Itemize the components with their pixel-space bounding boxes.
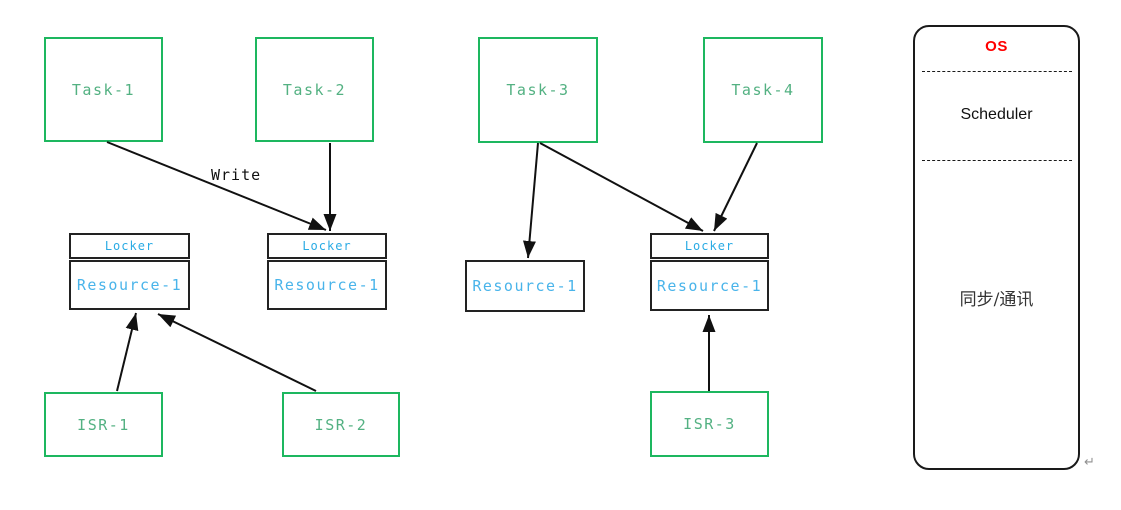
arrow-task1-to-resource2-locker: [106, 141, 327, 231]
resource-label: Resource-1: [274, 276, 380, 294]
resource-1-left-box: Locker Resource-1: [69, 233, 190, 310]
isr-3-box: ISR-3: [650, 391, 769, 457]
resource-label: Resource-1: [76, 276, 183, 294]
isr-2-label: ISR-2: [314, 415, 368, 434]
os-sync-comm-label: 同步/通讯: [959, 290, 1034, 310]
task-1-label: Task-1: [71, 80, 136, 99]
isr-3-label: ISR-3: [683, 415, 736, 433]
task-4-box: Task-4: [703, 37, 823, 143]
arrow-task3-to-resource4-locker: [539, 142, 704, 232]
locker-label: Locker: [104, 239, 155, 253]
os-divider-top: [922, 71, 1072, 72]
resource-label: Resource-1: [472, 277, 578, 295]
task-2-box: Task-2: [255, 37, 374, 142]
isr-1-box: ISR-1: [44, 392, 163, 457]
arrow-task4-to-resource4-locker: [713, 142, 758, 232]
os-title: OS: [985, 38, 1008, 55]
arrow-isr1-to-resource1: [116, 312, 139, 392]
task-4-label: Task-4: [731, 81, 795, 99]
resource-1-second-locker-header: Locker: [267, 233, 387, 259]
resource-1-left-locker-header: Locker: [69, 233, 190, 259]
task-3-box: Task-3: [478, 37, 598, 143]
task-1-box: Task-1: [44, 37, 163, 142]
write-edge-label: Write: [211, 166, 262, 184]
resource-label: Resource-1: [656, 276, 763, 295]
isr-1-label: ISR-1: [77, 415, 130, 434]
resource-1-fourth-locker-header: Locker: [650, 233, 769, 259]
resource-1-second-body: Resource-1: [267, 260, 387, 310]
os-divider-bottom: [922, 160, 1072, 161]
isr-2-box: ISR-2: [282, 392, 400, 457]
paragraph-return-mark: ↵: [1084, 454, 1095, 469]
os-panel: OS Scheduler 同步/通讯: [913, 25, 1080, 470]
arrow-task3-to-resource3: [522, 142, 539, 259]
locker-label: Locker: [302, 239, 352, 253]
resource-1-left-body: Resource-1: [69, 260, 190, 310]
resource-1-third-box: Resource-1: [465, 260, 585, 312]
arrow-isr2-to-resource1: [157, 313, 317, 392]
resource-1-fourth-body: Resource-1: [650, 260, 769, 311]
resource-1-second-box: Locker Resource-1: [267, 233, 387, 310]
resource-1-fourth-box: Locker Resource-1: [650, 233, 769, 311]
task-2-label: Task-2: [282, 80, 347, 99]
os-scheduler-label: Scheduler: [960, 106, 1033, 123]
locker-label: Locker: [684, 239, 735, 253]
task-3-label: Task-3: [506, 81, 570, 99]
